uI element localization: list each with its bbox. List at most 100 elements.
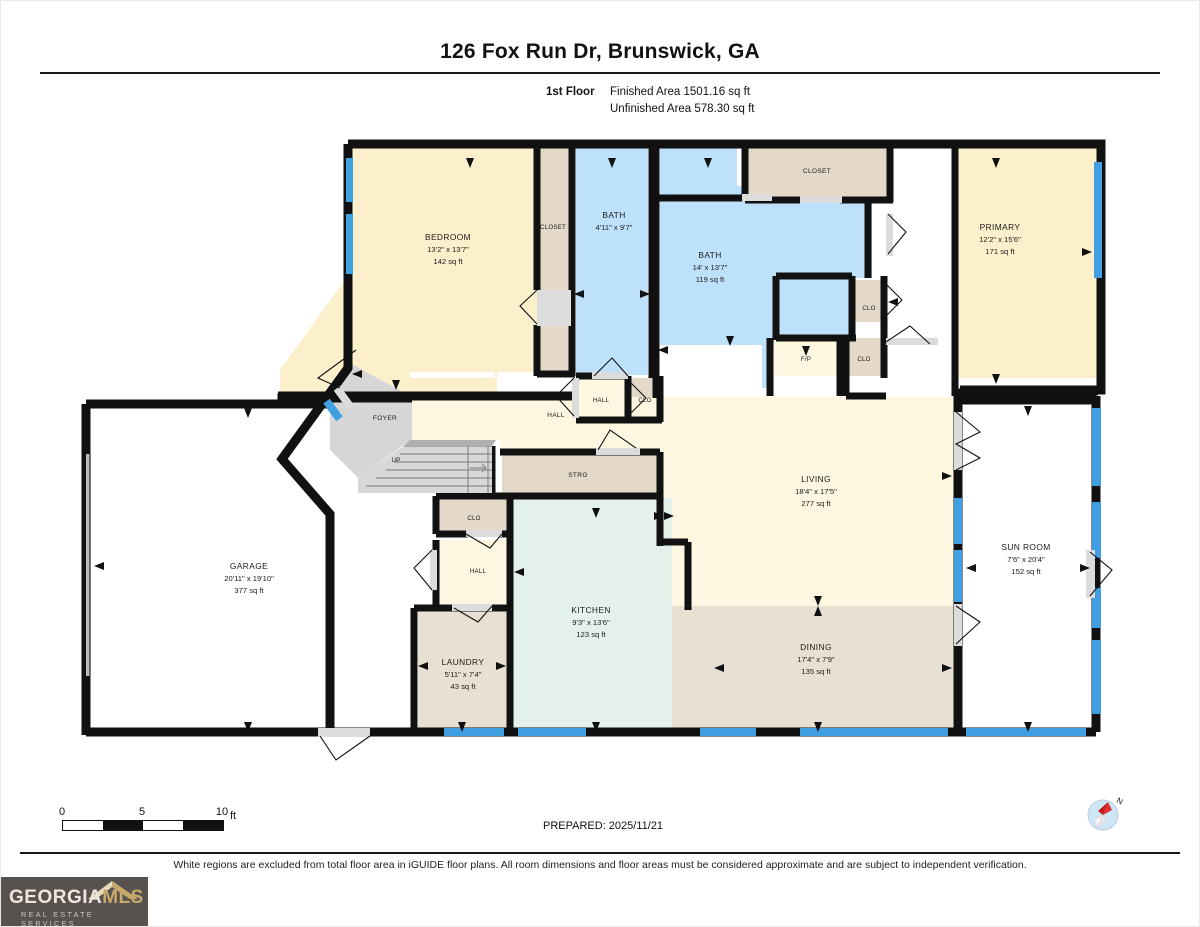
direction-arrows	[94, 158, 1092, 732]
door-hall-lower	[413, 549, 437, 591]
scale-tick-5: 5	[138, 806, 146, 818]
arrow-laundry-down	[458, 722, 466, 732]
label-closet-large: CLOSET	[803, 168, 831, 175]
windows	[323, 158, 1102, 736]
door-clo-c	[627, 379, 647, 417]
arrow-kitchen-down	[592, 722, 600, 732]
arrow-sunroom-up	[1024, 406, 1032, 416]
svg-text:171 sq ft: 171 sq ft	[985, 247, 1015, 256]
compass-north-label: N	[1115, 796, 1125, 807]
door-bedroom-closet	[519, 289, 571, 326]
svg-text:43 sq ft: 43 sq ft	[451, 682, 477, 691]
svg-text:377 sq ft: 377 sq ft	[234, 586, 264, 595]
label-primary: PRIMARY 12'2" x 15'6" 171 sq ft	[979, 222, 1021, 256]
label-clo-d: CLO	[467, 515, 480, 522]
label-up: UP	[392, 457, 401, 464]
svg-text:DINING: DINING	[800, 642, 832, 652]
arrow-primary-up	[992, 158, 1000, 168]
label-kitchen: KITCHEN 9'3" x 13'6" 123 sq ft	[571, 605, 610, 639]
room-fill-bedroom	[280, 140, 537, 395]
room-fills	[90, 140, 1100, 730]
door-bath-small	[592, 357, 629, 379]
door-garage-left	[86, 454, 91, 676]
door-laundry	[452, 604, 493, 623]
room-fill-laundry	[418, 610, 508, 730]
scale-unit: ft	[230, 810, 237, 822]
wall-hall-top-right	[624, 376, 664, 422]
arrow-bath-small-left	[574, 290, 584, 298]
scale-seg-2	[103, 821, 143, 830]
finished-area: Finished Area 1501.16 sq ft	[610, 86, 751, 98]
door-living-sunroom-upper	[954, 411, 982, 471]
room-fill-strg	[502, 455, 657, 493]
scale-tick-10: 10	[215, 806, 229, 818]
svg-text:20'11" x 19'10": 20'11" x 19'10"	[224, 574, 274, 583]
header-divider	[40, 72, 1160, 74]
door-primary-hall	[885, 325, 938, 345]
arrow-bedroom-down	[392, 380, 400, 390]
doors	[86, 194, 1113, 761]
room-fill-clo-b	[849, 338, 881, 376]
scale-bar: 0 5 10 ft	[59, 806, 262, 831]
georgia-mls-logo: GEORGIAMLS REAL ESTATE SERVICES	[0, 877, 148, 927]
arrow-dining-up	[814, 606, 822, 616]
arrow-dining-right	[942, 664, 952, 672]
label-garage: GARAGE 20'11" x 19'10" 377 sq ft	[224, 561, 274, 595]
arrow-strg-right	[664, 512, 674, 520]
svg-text:LIVING: LIVING	[801, 474, 831, 484]
arrow-living-down	[814, 596, 822, 606]
arrow-bath-small-up	[608, 158, 616, 168]
svg-text:14' x 13'7": 14' x 13'7"	[693, 263, 728, 272]
door-bath-upper	[742, 194, 772, 201]
arrow-garage-left	[94, 562, 104, 570]
arrow-laundry-left	[418, 662, 428, 670]
room-fill-primary	[955, 140, 1100, 378]
room-fill-garage	[90, 400, 358, 730]
door-foyer-entry	[316, 349, 357, 411]
arrow-bath-main-left	[658, 346, 668, 354]
room-fill-foyer	[330, 362, 412, 478]
arrow-garage-up	[244, 408, 252, 418]
scale-ticks: 0 5 10	[59, 806, 262, 820]
arrow-kitchen-right	[654, 512, 664, 520]
door-closet-large	[800, 196, 842, 203]
label-foyer: FOYER	[373, 415, 397, 422]
door-living-sunroom-lower	[954, 604, 981, 646]
label-bedroom: BEDROOM 13'2" x 13'7" 142 sq ft	[425, 232, 471, 266]
scale-seg-3	[143, 821, 183, 830]
svg-text:142 sq ft: 142 sq ft	[433, 257, 463, 266]
window-primary-right	[1094, 162, 1102, 278]
label-hall-top: HALL	[593, 397, 610, 404]
window-bedroom-left	[346, 158, 353, 274]
room-fill-clo-d	[438, 498, 508, 534]
window-sunroom-right	[1092, 408, 1101, 714]
logo-georgia: GEORGIA	[9, 887, 103, 908]
window-bottom-wall	[444, 728, 1086, 736]
svg-text:12'2" x 15'6": 12'2" x 15'6"	[979, 235, 1021, 244]
svg-text:4'11" x 9'7": 4'11" x 9'7"	[596, 223, 633, 232]
page-title: 126 Fox Run Dr, Brunswick, GA	[440, 40, 760, 63]
label-hall-lower: HALL	[470, 568, 487, 575]
label-clo-c: CLO	[638, 397, 651, 404]
svg-text:119 sq ft: 119 sq ft	[696, 275, 725, 284]
label-bath-main: BATH 14' x 13'7" 119 sq ft	[693, 250, 728, 284]
svg-text:17'4" x 7'9": 17'4" x 7'9"	[797, 655, 835, 664]
room-fill-living-block	[660, 397, 955, 607]
logo-wordmark: GEORGIAMLS	[9, 887, 144, 909]
scale-seg-4	[183, 821, 223, 830]
svg-text:BEDROOM: BEDROOM	[425, 232, 471, 242]
room-fill-bath-main-shower	[780, 278, 850, 340]
window-foyer-diagonal	[323, 398, 343, 422]
scale-seg-1	[63, 821, 103, 830]
room-fill-closet-large	[748, 140, 890, 202]
arrow-primary-left-lower	[888, 298, 898, 306]
svg-text:277 sq ft: 277 sq ft	[801, 499, 831, 508]
arrow-kitchen-left	[514, 568, 524, 576]
arrow-bedroom-left	[352, 370, 362, 378]
label-fp: F/P	[801, 356, 811, 363]
label-clo-b: CLO	[857, 356, 870, 363]
svg-text:7'6" x 20'4": 7'6" x 20'4"	[1007, 555, 1045, 564]
arrow-primary-right	[1082, 248, 1092, 256]
disclaimer-text: White regions are excluded from total fl…	[173, 859, 1027, 871]
